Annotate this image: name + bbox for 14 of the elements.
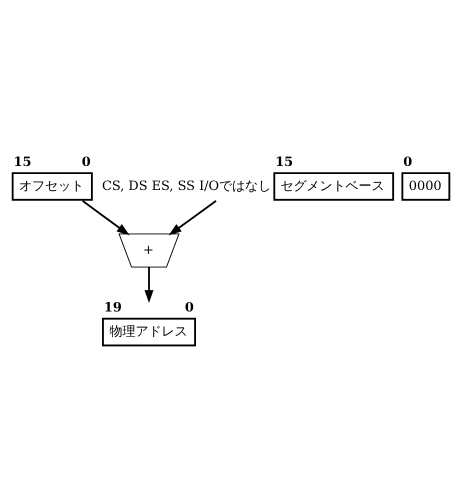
node-label: CS, DS ES, SS I/Oではなし xyxy=(102,178,272,194)
node-label: 19 xyxy=(104,300,122,315)
arrow xyxy=(82,200,130,235)
arrow xyxy=(144,266,154,302)
node-label: 0 xyxy=(82,154,91,170)
node-label: 0 xyxy=(184,300,194,315)
node-box: オフセット xyxy=(12,172,93,200)
node-label: 15 xyxy=(14,154,32,170)
node-label: 0 xyxy=(403,154,412,170)
arrow xyxy=(168,200,217,235)
node-label: 15 xyxy=(275,154,294,170)
node-box: 0000 xyxy=(401,172,450,200)
node-box: セグメントベース xyxy=(273,172,394,200)
node-box: 物理アドレス xyxy=(102,317,196,346)
